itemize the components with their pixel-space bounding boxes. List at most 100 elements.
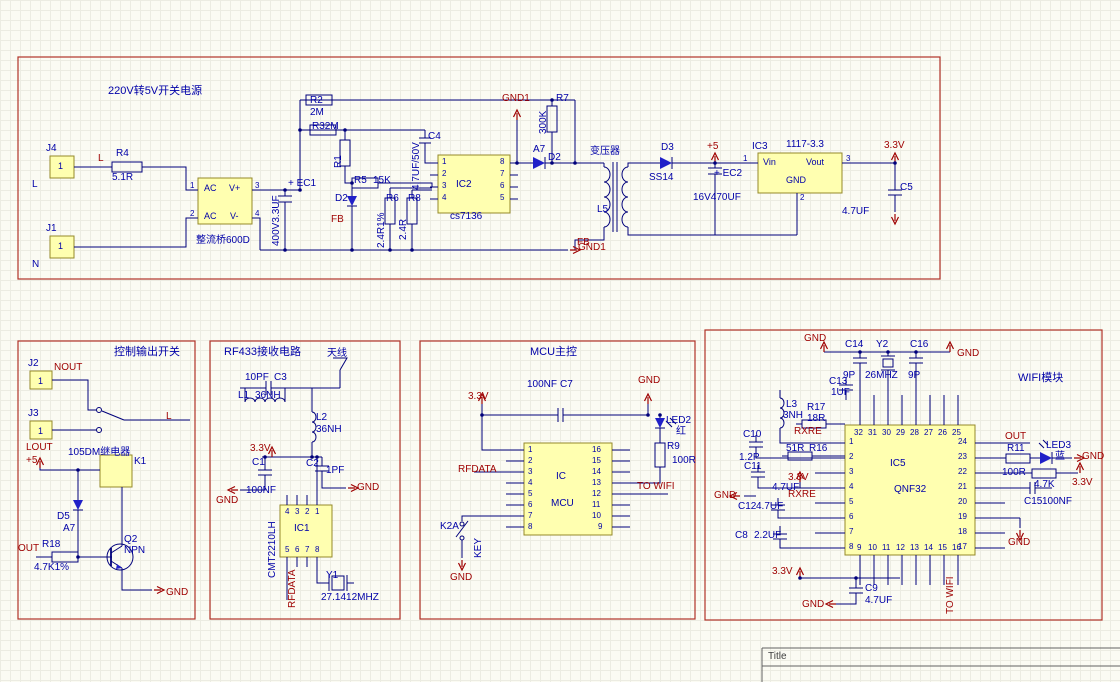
ic1-pin7: 7	[305, 545, 310, 554]
ic5-pin22: 22	[958, 467, 967, 476]
ic2-body[interactable]	[437, 154, 511, 214]
transformer-label: 变压器	[590, 146, 620, 157]
c2-ref: C2	[306, 458, 319, 469]
ec2-ref: + EC2	[714, 168, 743, 179]
r1-ref: R1	[333, 155, 344, 168]
c5-ref: C5	[900, 182, 913, 193]
section-control-output	[17, 340, 196, 620]
power-block-border	[17, 56, 941, 280]
c5-val: 4.7UF	[842, 206, 870, 217]
ic1-ref: IC1	[294, 523, 310, 534]
gnd-port-c5-icon	[890, 213, 900, 225]
y2-val: 26MHZ	[865, 370, 898, 381]
ic5-body[interactable]	[844, 424, 976, 556]
ic5-pin14: 14	[924, 543, 933, 552]
inductor-l3[interactable]	[779, 397, 785, 429]
k2a-ref: K2A	[440, 521, 459, 532]
mcu-pin12: 12	[592, 489, 601, 498]
c1-ref: C1	[252, 457, 265, 468]
c7-ref: C7	[560, 379, 573, 390]
net-out: OUT	[18, 543, 40, 554]
net-rfdata-2: RFDATA	[458, 464, 497, 475]
relay-k1-body[interactable]	[99, 454, 133, 488]
net-out-2: OUT	[1005, 431, 1027, 442]
ic5-pin23: 23	[958, 452, 967, 461]
net-rxre-1: RXRE	[794, 426, 822, 437]
ic5-pin31: 31	[868, 428, 877, 437]
crystal-y2[interactable]	[882, 358, 894, 368]
diode-d5[interactable]	[73, 500, 83, 510]
gnd-mcu-top: GND	[638, 375, 661, 386]
ic3-body[interactable]	[757, 152, 843, 194]
ic1-body[interactable]	[279, 504, 333, 558]
gnd1-port-top-icon	[512, 109, 522, 121]
resistor-r11[interactable]	[1005, 453, 1031, 464]
resistor-r9[interactable]	[654, 442, 666, 468]
transformer-t1[interactable]	[603, 162, 629, 232]
r11-ref: R11	[1007, 443, 1025, 454]
diode-d2b[interactable]	[533, 157, 545, 169]
q2-ref: Q2	[124, 534, 138, 545]
led2-diode[interactable]	[655, 418, 665, 428]
r7-ref: R7	[556, 93, 569, 104]
net-l-1: L	[98, 153, 104, 164]
net-l-2: L	[166, 411, 172, 422]
relay-label: 105DM继电器	[68, 447, 131, 458]
diode-d2a[interactable]	[347, 196, 357, 206]
rf-capacitor-plates	[258, 381, 348, 591]
c14-ref: C14	[845, 339, 864, 350]
wifi-junctions	[798, 350, 918, 580]
diode-d3[interactable]	[660, 157, 672, 169]
c11-val: 4.7UF	[772, 482, 800, 493]
ic5-pin30: 30	[882, 428, 891, 437]
ic3-gnd: GND	[786, 175, 806, 185]
key-switch-contact-1	[459, 521, 465, 527]
inductors-l1-l2[interactable]	[244, 397, 317, 443]
mcu-pin4: 4	[528, 478, 533, 487]
j1-ref: J1	[46, 223, 57, 234]
c2-val: 1PF	[326, 465, 345, 476]
bridge-vminus: V-	[230, 211, 239, 221]
ic1-pin4: 4	[285, 507, 290, 516]
power-wires	[74, 99, 896, 251]
led2-val: 红	[676, 426, 686, 437]
c16-ref: C16	[910, 339, 929, 350]
d2a-ref: D2	[335, 193, 348, 204]
d5-ref: D5	[57, 511, 70, 522]
l5-ref: L5	[597, 204, 609, 215]
resistor-47k[interactable]	[1031, 468, 1057, 479]
c12-ref: C12	[738, 501, 757, 512]
gnd-wifi-r1: GND	[1082, 451, 1105, 462]
c8-val: 2.2UF	[754, 530, 782, 541]
net-rfdata-1: RFDATA	[287, 569, 298, 608]
l1-ref: L1	[238, 390, 250, 401]
c16-val: 9P	[908, 370, 921, 381]
l3-val: 3NH	[783, 410, 804, 421]
wifi-block-border	[704, 329, 1103, 621]
c13-val: 1UF	[831, 387, 850, 398]
mcu-pin6: 6	[528, 500, 533, 509]
ic5-pin24: 24	[958, 437, 967, 446]
mcu-junctions	[480, 413, 662, 417]
r5-val: 15K	[373, 175, 391, 186]
gnd-port-mcu-top-icon	[643, 393, 653, 405]
resistor-r18[interactable]	[51, 551, 79, 563]
crystal-y1[interactable]	[331, 575, 345, 591]
c9-val: 4.7UF	[865, 595, 893, 606]
transistor-q2[interactable]	[106, 543, 134, 571]
mcu-ic-body[interactable]	[523, 442, 613, 536]
ic2-pin2: 2	[442, 169, 447, 178]
led3-diode[interactable]	[1040, 452, 1052, 464]
section-power-supply	[17, 56, 941, 280]
mcu-pin9: 9	[598, 522, 603, 531]
c13-ref: C13	[829, 376, 848, 387]
c3-ref: C3	[274, 372, 287, 383]
mcu-pin15: 15	[592, 456, 601, 465]
c1-val: 100NF	[246, 485, 277, 496]
d3-val: SS14	[649, 172, 674, 183]
bridge-rectifier-body[interactable]	[197, 177, 253, 225]
j2-pin1: 1	[38, 376, 44, 386]
resistor-r4[interactable]	[111, 161, 143, 173]
net-gnd1-top: GND1	[502, 93, 530, 104]
